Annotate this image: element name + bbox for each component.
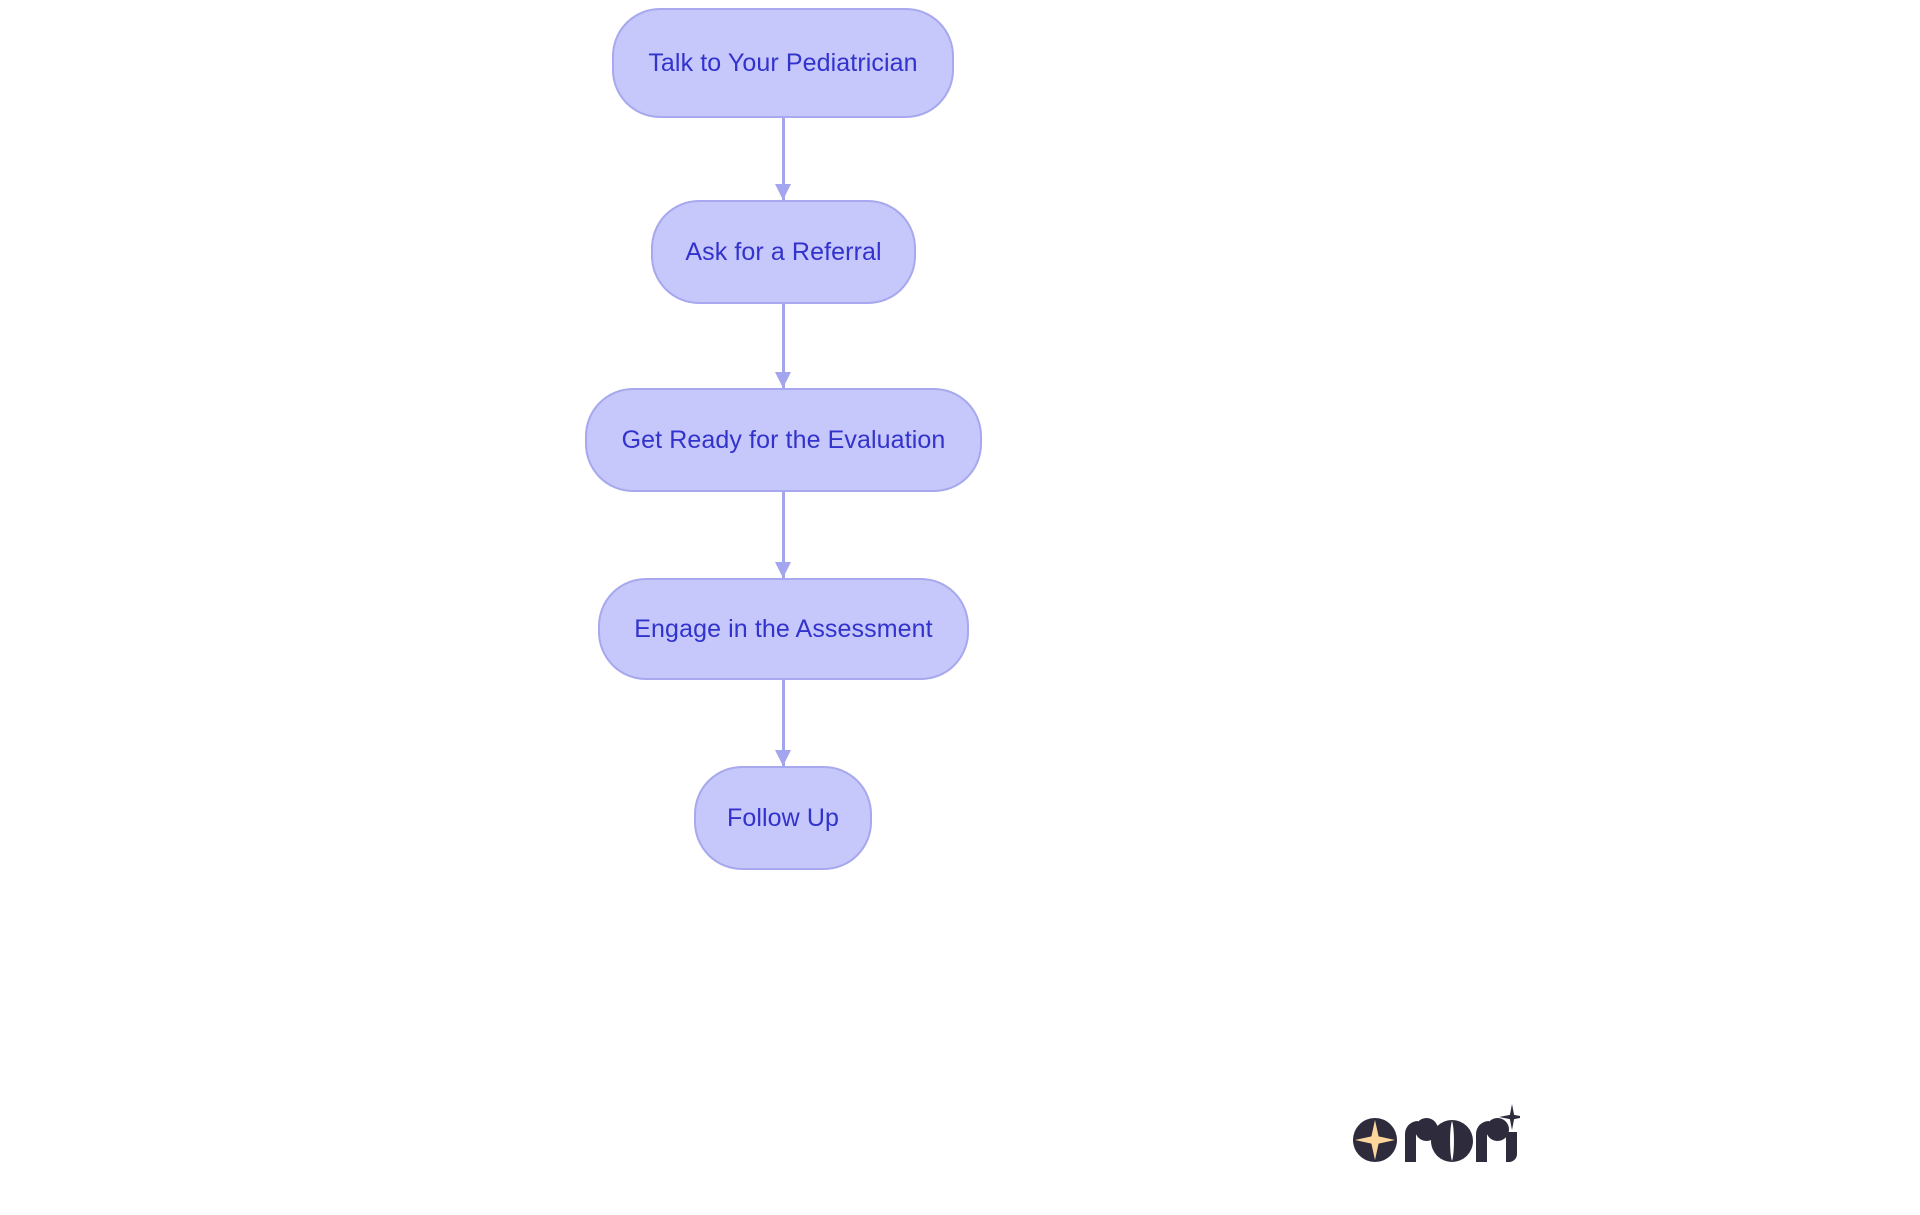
arrowhead-icon	[775, 184, 791, 200]
edge-line	[782, 118, 785, 200]
flow-node-label: Ask for a Referral	[685, 237, 882, 266]
flow-node-label: Get Ready for the Evaluation	[621, 425, 946, 454]
flowchart: Talk to Your Pediatrician Ask for a Refe…	[585, 8, 982, 870]
flow-node-label: Engage in the Assessment	[634, 614, 933, 643]
flow-node-get-ready-for-the-evaluation[interactable]: Get Ready for the Evaluation	[585, 388, 982, 492]
rori-logo	[1352, 1098, 1520, 1170]
flow-node-label: Talk to Your Pediatrician	[648, 48, 918, 77]
flow-node-follow-up[interactable]: Follow Up	[694, 766, 872, 870]
edge-line	[782, 680, 785, 766]
flow-node-talk-to-your-pediatrician[interactable]: Talk to Your Pediatrician	[612, 8, 954, 118]
flow-node-label: Follow Up	[726, 803, 840, 832]
flow-node-ask-for-a-referral[interactable]: Ask for a Referral	[651, 200, 916, 304]
edge-line	[782, 304, 785, 388]
edge-line	[782, 492, 785, 578]
logo-letter-r-2	[1476, 1118, 1509, 1162]
logo-letter-o	[1431, 1120, 1473, 1162]
arrowhead-icon	[775, 562, 791, 578]
arrowhead-icon	[775, 750, 791, 766]
sparkle-star-in-circle-icon	[1353, 1118, 1397, 1162]
arrowhead-icon	[775, 372, 791, 388]
logo-letter-i	[1506, 1132, 1517, 1162]
flow-node-engage-in-the-assessment[interactable]: Engage in the Assessment	[598, 578, 969, 680]
sparkle-star-icon	[1499, 1104, 1520, 1130]
